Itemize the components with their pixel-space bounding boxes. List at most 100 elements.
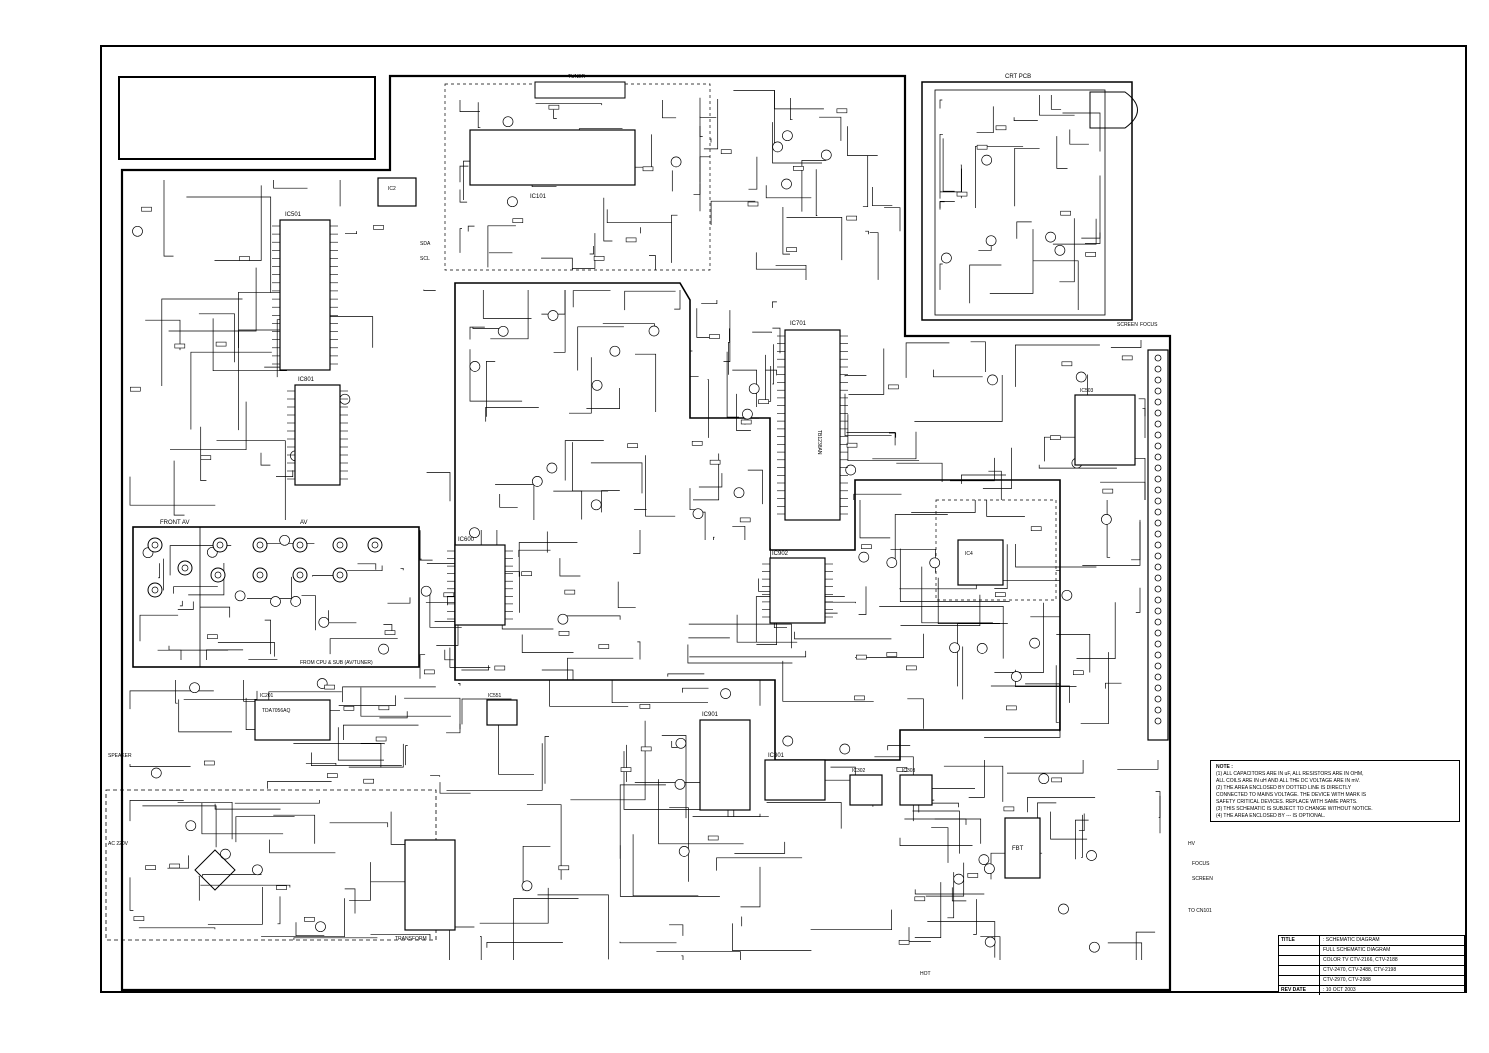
connector-pin — [1154, 508, 1162, 516]
wire-trace — [537, 894, 609, 960]
transistor-symbol — [469, 361, 481, 372]
transistor-symbol — [189, 682, 200, 694]
wire-trace — [710, 200, 756, 225]
transistor-symbol — [185, 820, 197, 832]
ic501-block: IC501 — [279, 212, 331, 371]
title-row-6-key: REV DATE — [1279, 986, 1320, 995]
resistor-symbol — [620, 767, 632, 772]
wire-trace — [603, 197, 613, 242]
wire-trace — [469, 349, 523, 402]
wire-trace — [911, 500, 976, 513]
wire-trace — [819, 116, 842, 141]
wire-trace — [1135, 587, 1141, 613]
connector-pin — [1154, 618, 1162, 626]
wire-trace — [689, 650, 807, 658]
screen-top-label: SCREEN — [1117, 322, 1138, 328]
transistor-symbol — [1011, 671, 1022, 682]
wire-trace — [559, 558, 581, 577]
hot-label: HOT — [920, 971, 931, 977]
wire-trace — [747, 469, 763, 505]
transistor-symbol — [733, 487, 745, 499]
av-jack-symbol — [292, 567, 308, 583]
wire-trace — [346, 565, 383, 572]
note-line-6: (3) THIS SCHEMATIC IS SUBJECT TO CHANGE … — [1216, 806, 1373, 812]
wire-trace — [1050, 811, 1088, 840]
resistor-symbol — [1050, 435, 1061, 441]
transistor-symbol — [976, 643, 988, 654]
transform-label: TRANSFORM — [395, 936, 427, 942]
connector-pin — [1154, 651, 1162, 659]
wire-trace — [904, 818, 982, 844]
wire-trace — [693, 183, 701, 195]
transistor-symbol — [557, 613, 569, 625]
resistor-symbol — [133, 916, 145, 921]
ic551-label: IC551 — [488, 693, 502, 699]
ic701-block: IC701 TB1238AN — [784, 321, 841, 521]
wire-trace — [1076, 602, 1116, 659]
resistor-symbol — [888, 384, 899, 390]
wire-trace — [707, 379, 709, 438]
wire-trace — [662, 100, 677, 119]
wire-trace — [1007, 760, 1084, 774]
connector-pin — [1154, 354, 1162, 362]
resistor-symbol — [627, 443, 638, 449]
wire-trace — [177, 601, 194, 610]
wire-trace — [740, 866, 761, 908]
wire-trace — [549, 680, 629, 707]
wire-trace — [264, 619, 271, 655]
wire-trace — [1014, 147, 1040, 207]
wire-trace — [348, 743, 404, 768]
wire-trace — [1062, 112, 1101, 152]
transistor-symbol — [987, 374, 998, 386]
connector-pin — [1154, 541, 1162, 549]
wire-trace — [782, 660, 874, 702]
wire-trace — [1016, 221, 1032, 239]
wire-trace — [273, 180, 308, 189]
screen-label: SCREEN — [1192, 876, 1213, 882]
wire-trace — [1105, 682, 1122, 689]
wire-trace — [667, 673, 705, 677]
focus-label: FOCUS — [1192, 861, 1210, 867]
wire-trace — [661, 735, 687, 819]
wire-trace — [931, 827, 949, 863]
transistor-symbol — [220, 848, 231, 860]
wire-trace — [328, 610, 357, 624]
wire-trace — [342, 686, 436, 703]
resistor-symbol — [896, 767, 908, 772]
ic4-block: IC4 — [957, 539, 1004, 586]
wire-trace — [572, 233, 596, 269]
wire-trace — [847, 126, 878, 156]
wire-trace — [277, 896, 281, 925]
wire-trace — [859, 500, 891, 539]
resistor-symbol — [304, 916, 315, 922]
right-connector-strip — [1147, 349, 1169, 741]
ic301-label: IC301 — [768, 753, 785, 759]
wire-trace — [477, 102, 481, 129]
transistor-symbol — [742, 408, 753, 420]
resistor-symbol — [343, 705, 355, 711]
wire-trace — [846, 432, 896, 446]
ic303-label: IC303 — [902, 768, 916, 774]
wire-trace — [988, 470, 1002, 500]
wire-trace — [1030, 557, 1061, 618]
wire-trace — [329, 638, 398, 655]
ic902-label: IC902 — [772, 551, 789, 557]
wire-trace — [765, 369, 777, 376]
resistor-symbol — [836, 108, 848, 114]
wire-trace — [671, 741, 678, 748]
ic701-part: TB1238AN — [816, 430, 822, 455]
transistor-symbol — [507, 196, 518, 208]
wire-trace — [400, 567, 404, 571]
wire-trace — [862, 155, 869, 208]
wire-trace — [214, 185, 262, 261]
wire-trace — [943, 765, 1004, 802]
wire-trace — [688, 623, 792, 649]
transistor-symbol — [469, 527, 480, 539]
wire-trace — [487, 225, 516, 268]
resistor-symbol — [130, 386, 141, 392]
wire-trace — [216, 440, 286, 520]
wire-trace — [1155, 791, 1161, 834]
wire-trace — [692, 813, 761, 817]
wire-trace — [699, 97, 717, 118]
wire-trace — [485, 407, 539, 422]
